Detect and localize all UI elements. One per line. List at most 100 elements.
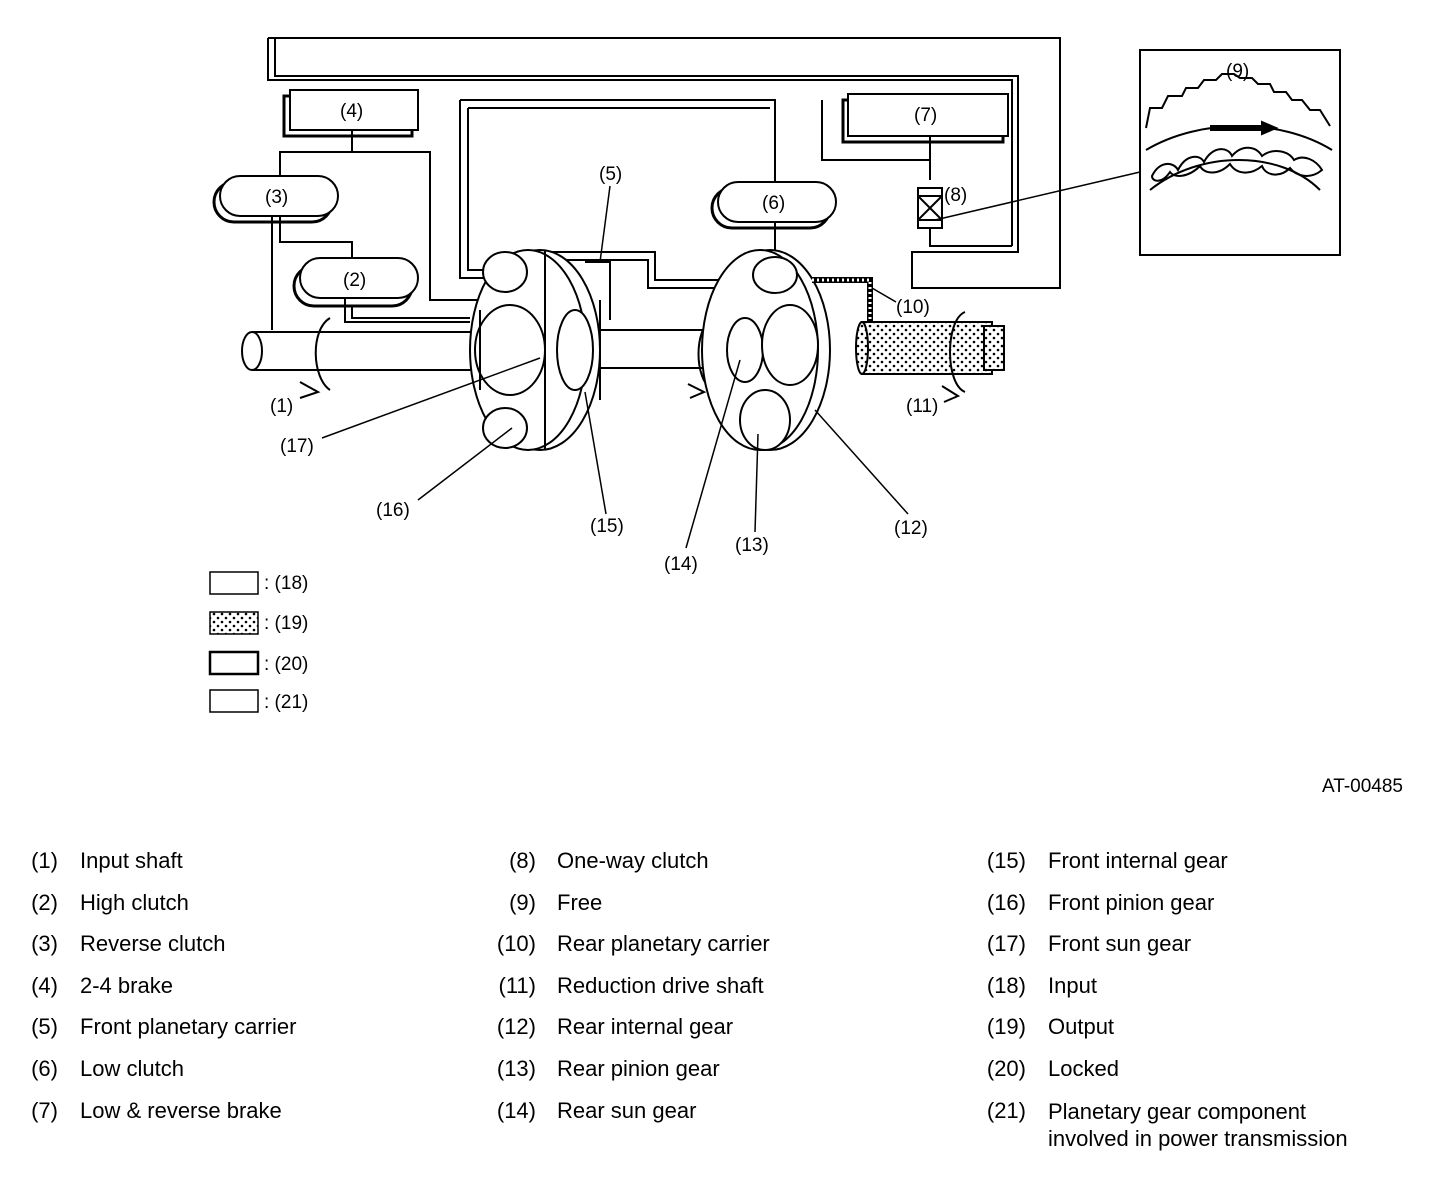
link-carrier-bridge-b xyxy=(528,259,748,289)
leader-10 xyxy=(871,287,897,303)
input-shaft xyxy=(252,331,480,371)
callout-11: (11) xyxy=(906,396,938,417)
legend-column-3: (15)Front internal gear (16)Front pinion… xyxy=(970,848,1430,1151)
legend-text: Output xyxy=(1048,1014,1115,1040)
legend-text: High clutch xyxy=(80,889,189,915)
legend-text: Reverse clutch xyxy=(80,931,226,957)
legend-text: Front planetary carrier xyxy=(80,1014,297,1040)
inset-gear-teeth xyxy=(1145,73,1331,129)
legend-item: (5)Front planetary carrier xyxy=(24,1014,444,1056)
key-swatch-20 xyxy=(208,650,260,676)
legend-text: Locked xyxy=(1048,1055,1119,1081)
legend-item: (6) Low clutch xyxy=(24,1056,444,1098)
legend-text: Rear planetary carrier xyxy=(557,931,770,957)
legend-number: (8) xyxy=(509,848,536,873)
callout-5: (5) xyxy=(599,164,622,185)
legend-number: (13) xyxy=(496,1055,536,1081)
legend-item: (11)Reduction drive shaft xyxy=(480,973,920,1015)
legend-item: (9)Free xyxy=(480,890,920,932)
legend-number: (10) xyxy=(496,931,536,957)
legend-number: (11) xyxy=(498,972,537,998)
input-rotation-arrow xyxy=(299,317,331,399)
legend-column-1: (1)Input shaft (2) High clutch (3) Reverse… xyxy=(24,848,444,1139)
inset-frame xyxy=(1139,49,1341,256)
legend-item: (19) Output xyxy=(970,1014,1430,1056)
callout-16: (16) xyxy=(376,500,410,521)
callout-4: (4) xyxy=(340,101,363,122)
legend-item: (21)Planetary gear component involved in… xyxy=(970,1097,1430,1151)
one-way-clutch-x xyxy=(917,195,943,221)
legend-item: (8) One-way clutch xyxy=(480,848,920,890)
key-swatch-21 xyxy=(209,689,259,713)
lr-brake-box xyxy=(847,93,1009,137)
legend-text: Input xyxy=(1048,972,1097,998)
callout-14: (14) xyxy=(664,554,698,575)
frame-inner xyxy=(267,38,1013,246)
callout-6: (6) xyxy=(762,193,785,214)
legend-number: (3) xyxy=(31,931,58,957)
rear-carrier-output-fill xyxy=(812,278,872,322)
reduction-drive-shaft xyxy=(861,321,993,375)
legend-number: (18) xyxy=(986,972,1026,998)
link-low-to-front-b xyxy=(467,108,515,271)
callout-3: (3) xyxy=(265,187,288,208)
legend-text: Free xyxy=(557,889,603,915)
key-label-21: : (21) xyxy=(264,692,308,713)
callout-17: (17) xyxy=(280,436,314,457)
high-clutch xyxy=(299,257,419,299)
legend-item: (18) Input xyxy=(970,973,1430,1015)
legend-text: Rear internal gear xyxy=(557,1014,734,1040)
legend-number: (12) xyxy=(496,1014,536,1040)
front-pinion-right xyxy=(556,309,594,391)
rear-pinion-bottom xyxy=(739,389,791,451)
legend-number: (21) xyxy=(986,1097,1026,1123)
leader-17 xyxy=(321,357,541,439)
rear-pinion-mid xyxy=(761,304,819,386)
legend-text: Low & reverse brake xyxy=(80,1097,282,1123)
legend-number: (4) xyxy=(31,972,58,998)
front-pinion-top xyxy=(482,251,528,293)
front-pinion-bottom xyxy=(482,407,528,449)
legend-text: 2-4 brake xyxy=(80,972,173,998)
rear-sun-gear xyxy=(726,317,764,383)
legend-item: (1)Input shaft xyxy=(24,848,444,890)
legend-number: (14) xyxy=(496,1097,536,1123)
front-sun-gear xyxy=(474,304,546,396)
legend-number: (19) xyxy=(986,1014,1026,1040)
legend-item: (10) Rear planetary carrier xyxy=(480,931,920,973)
callout-10: (10) xyxy=(896,297,930,318)
inset-arrowhead xyxy=(1261,120,1279,136)
front-set-edges xyxy=(479,250,601,450)
legend-item: (17)Front sun gear xyxy=(970,931,1430,973)
legend-number: (2) xyxy=(31,889,58,915)
leader-16 xyxy=(417,427,513,501)
legend-text: Front internal gear xyxy=(1048,848,1228,873)
legend-text: One-way clutch xyxy=(557,848,709,873)
legend-text: Input shaft xyxy=(80,848,183,873)
legend-column-2: (8) One-way clutch (9)Free (10) Rear plane… xyxy=(480,848,920,1139)
legend-number: (20) xyxy=(986,1055,1026,1081)
link-24-to-carrier xyxy=(352,151,480,301)
legend-number: (17) xyxy=(986,931,1026,957)
legend-number: (6) xyxy=(31,1055,58,1081)
brake-24-box xyxy=(289,89,419,131)
legend-item: (3) Reverse clutch xyxy=(24,931,444,973)
legend-text: Low clutch xyxy=(80,1055,184,1081)
inset-rollers xyxy=(1150,146,1324,182)
key-swatch-19 xyxy=(209,611,259,635)
callout-15: (15) xyxy=(590,516,624,537)
reduction-shaft-end xyxy=(983,325,1005,371)
document-code: AT-00485 xyxy=(1322,776,1403,797)
legend-item: (15) Front internal gear xyxy=(970,848,1430,890)
leader-5 xyxy=(599,185,611,263)
leader-13 xyxy=(754,433,759,533)
leader-12 xyxy=(814,409,909,515)
legend-text: Front pinion gear xyxy=(1048,889,1215,915)
input-shaft-end xyxy=(241,331,263,371)
key-label-18: : (18) xyxy=(264,573,308,594)
legend-number: (15) xyxy=(986,848,1026,873)
callout-9: (9) xyxy=(1226,61,1249,82)
link-carrier-bridge xyxy=(520,251,748,281)
legend-item: (12) Rear internal gear xyxy=(480,1014,920,1056)
